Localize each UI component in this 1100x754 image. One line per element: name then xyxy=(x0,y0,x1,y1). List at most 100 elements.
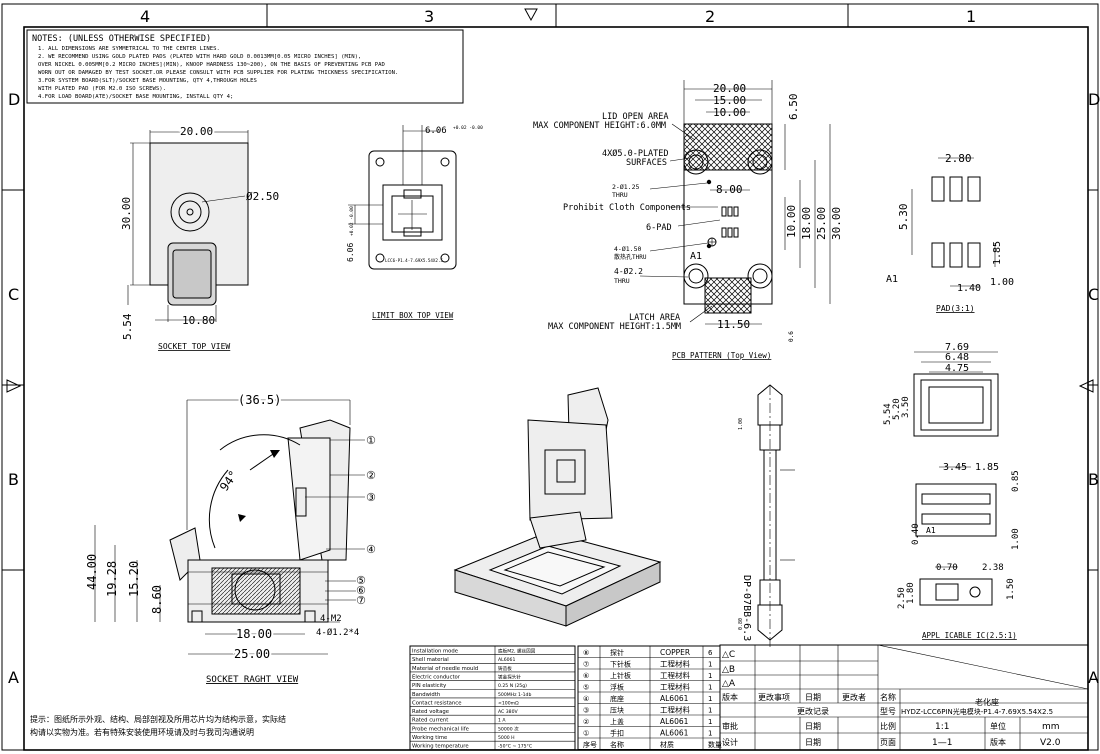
spec-param: Material of needle mould xyxy=(412,666,478,672)
label-lid-open: LID OPEN AREA xyxy=(602,112,669,122)
row-label-a-right: A xyxy=(1088,668,1099,687)
lid-open-area xyxy=(683,123,773,171)
page-label: 页面 xyxy=(880,738,896,747)
svg-text:20.00: 20.00 xyxy=(180,125,213,138)
bom-index: ① xyxy=(583,729,589,737)
callout-7: ⑦ xyxy=(356,594,366,607)
label-thru-1: THRU xyxy=(612,191,628,199)
bom-qty: 1 xyxy=(708,718,712,726)
notes-line: NOTES: (UNLESS OTHERWISE SPECIFIED) xyxy=(32,34,211,44)
spec-param: Shell material xyxy=(412,657,449,663)
bom-material: 工程材料 xyxy=(660,658,690,668)
bom-index: ⑥ xyxy=(583,672,589,680)
label-side-hole: 4-Ø1.2*4 xyxy=(316,627,359,638)
rev-header-changer: 更改者 xyxy=(842,692,866,702)
dim-pad-140: 1.40 xyxy=(957,283,981,294)
latch-area xyxy=(704,277,752,314)
dim-limit-left-tol: +0.02 -0.00 xyxy=(349,206,355,236)
spec-param: PIN elasticity xyxy=(412,683,446,689)
bom-name: 底座 xyxy=(610,694,624,703)
bom-material: 工程材料 xyxy=(660,704,690,714)
page-value: 1—1 xyxy=(932,738,952,748)
dim-ic-520: 5.20 xyxy=(892,398,902,420)
model-label: 型号 xyxy=(880,707,896,716)
dim-ic-070: 0.70 xyxy=(936,563,958,573)
spec-param: Contact resistance xyxy=(412,700,461,706)
label-latch-area: LATCH AREA xyxy=(629,313,680,323)
bom-qty: 数量 xyxy=(708,740,722,749)
bom-index: ④ xyxy=(583,695,589,703)
pcb-pattern-view: 20.00 15.00 10.00 6.50 8.00 10.00 18.00 … xyxy=(533,80,843,360)
callout-5: ⑤ xyxy=(356,574,366,587)
row-label-a: A xyxy=(8,668,19,687)
probe-dim-2: 0.80 xyxy=(738,618,744,630)
model-value: HYDZ-LCC6PIN光电模块-P1.4-7.69X5.54X2.5 xyxy=(901,707,1053,716)
bom-name: 手扣 xyxy=(610,728,624,737)
bom-name: 压块 xyxy=(610,705,624,714)
label-plated-holes: 4XØ5.0-PLATED xyxy=(602,148,669,159)
row-label-d-right: D xyxy=(1088,90,1100,109)
dim-side-365: (36.5) xyxy=(238,393,281,407)
rev-tag-c: △C xyxy=(722,650,735,660)
dim-pcb-8: 8.00 xyxy=(716,183,743,196)
spec-param: Rated voltage xyxy=(412,709,449,715)
pad-title: PAD(3:1) xyxy=(936,304,975,313)
svg-text:(36.5): (36.5) xyxy=(238,393,281,407)
bom-material: 工程材料 xyxy=(660,681,690,691)
dim-socket-height: 30.00 xyxy=(120,197,133,230)
socket-top-center xyxy=(186,208,194,216)
dim-socket-width: 20.00 xyxy=(180,125,213,138)
label-max-height-lid: MAX COMPONENT HEIGHT:6.0MM xyxy=(533,121,666,131)
dim-pcb-20: 20.00 xyxy=(713,82,746,95)
tip-line-1: 提示：图纸所示外观、结构、局部剖视及所用芯片均为结构示意，实际结 xyxy=(30,714,286,724)
applicable-ic-view: 7.69 6.48 4.75 5.54 5.20 3.50 3.45 1.85 … xyxy=(883,342,1021,640)
dim-pcb-18: 18.00 xyxy=(800,207,813,240)
spec-value: 底板M2, 螺丝固固 xyxy=(498,648,536,655)
col-label-1: 1 xyxy=(966,7,976,26)
rev-tag-b: △B xyxy=(722,665,735,675)
spec-value: 5000 H xyxy=(498,735,515,741)
bom-index: ③ xyxy=(583,706,589,714)
ic-bottom-outline xyxy=(919,578,993,606)
ver-value: V2.0 xyxy=(1040,738,1061,748)
dim-ic-085: 0.85 xyxy=(1011,470,1021,492)
socket-top-ring xyxy=(170,192,210,232)
pcb-pattern-title: PCB PATTERN (Top View) xyxy=(672,351,771,360)
dim-side-860: 8.60 xyxy=(150,585,164,614)
dim-pcb-r: 0.6 xyxy=(788,331,795,342)
probe-pin-view: DP-07BB-6.3 1.00 0.80 xyxy=(738,384,795,650)
spec-value: 0.25 N (25g) xyxy=(498,683,527,689)
dim-ic-350: 3.50 xyxy=(901,396,911,418)
spec-value: 50000 次 xyxy=(498,725,519,732)
limit-box-outline xyxy=(368,150,457,270)
spec-value: AL6061 xyxy=(498,657,515,663)
dim-ic-185: 1.85 xyxy=(975,462,999,473)
row-label-c-right: C xyxy=(1088,285,1099,304)
notes-line: WORN OUT OR DAMAGED BY TEST SOCKET.OR PL… xyxy=(38,70,398,76)
label-heat-thru: 散热孔THRU xyxy=(614,253,647,261)
spec-param: Rated current xyxy=(412,718,448,724)
label-ic-a1: A1 xyxy=(926,526,936,535)
ic-top-outline xyxy=(913,373,999,437)
probe-dim-1: 1.00 xyxy=(738,418,744,430)
spec-param: Working temperature xyxy=(412,744,469,750)
spec-param: Installation mode xyxy=(412,649,458,655)
rev-tag-a: △A xyxy=(722,679,736,689)
date-label-1: 日期 xyxy=(805,722,821,731)
dim-socket-circle: Ø2.50 xyxy=(246,190,279,203)
tip-text: 提示：图纸所示外观、结构、局部剖视及所用芯片均为结构示意，实际结 构请以实物为准… xyxy=(30,714,286,737)
unit-value: mm xyxy=(1042,722,1060,732)
pad-view: 2.80 5.30 1.85 1.40 1.00 A1 PAD(3:1) xyxy=(886,152,1014,313)
dim-limit-top-tol: +0.02 -0.00 xyxy=(453,125,483,131)
spec-param: Probe mechanical life xyxy=(412,726,469,732)
socket-top-title: SOCKET TOP VIEW xyxy=(158,342,230,351)
bom-name: 浮板 xyxy=(610,682,624,691)
label-surfaces: SURFACES xyxy=(626,158,667,168)
notes-line: OVER NICKEL 0.005MM[0.2 MICRO INCHES](MI… xyxy=(38,62,386,68)
dim-socket-side: 5.54 xyxy=(121,313,134,340)
bom-material: 工程材料 xyxy=(660,670,690,680)
dim-limit-left: 6.06 xyxy=(346,243,355,262)
bom-qty: 1 xyxy=(708,672,712,680)
spec-value: 500MHz 1-1db xyxy=(498,692,531,698)
